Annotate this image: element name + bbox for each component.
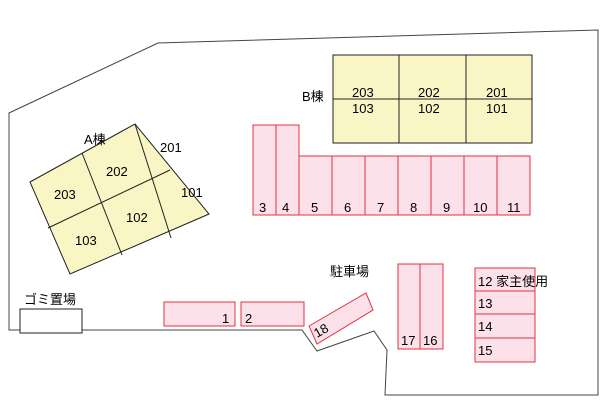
parking-space-14: [474, 313, 536, 339]
unit-a-202: 202: [106, 164, 128, 179]
unit-b-101: 101: [486, 101, 508, 116]
garbage-label: ゴミ置場: [24, 292, 76, 307]
parking-number-16: 16: [423, 333, 437, 348]
parking-space-18: [308, 292, 374, 345]
building-a-label: A棟: [84, 132, 106, 147]
parking-number-11: 11: [507, 200, 521, 215]
unit-b-202: 202: [418, 85, 440, 100]
unit-b-203: 203: [352, 85, 374, 100]
parking-number-6: 6: [344, 200, 351, 215]
parking-number-8: 8: [410, 200, 417, 215]
parking-number-2: 2: [245, 311, 252, 326]
building-b-label: B棟: [302, 89, 324, 104]
parking-number-18: 18: [311, 320, 331, 340]
parking-space-15: [474, 337, 536, 363]
garbage-area: [19, 308, 83, 334]
parking-number-13: 13: [478, 296, 492, 311]
unit-a-201: 201: [160, 140, 182, 155]
parking-space-16: [419, 263, 444, 350]
parking-number-14: 14: [478, 319, 492, 334]
parking-row-3-11: 3 4 5 6 7 8 9 10 11: [252, 124, 531, 216]
parking-number-17: 17: [401, 333, 415, 348]
parking-number-10: 10: [473, 200, 487, 215]
parking-space-2: [240, 301, 305, 327]
parking-space-9: [430, 155, 465, 216]
parking-number-7: 7: [377, 200, 384, 215]
building-b: B棟 203 202 201 103 102 101: [302, 54, 533, 144]
parking-label: 駐車場: [330, 264, 369, 279]
unit-a-101: 101: [181, 185, 203, 200]
parking-space-11: [496, 155, 531, 216]
unit-a-102: 102: [126, 210, 148, 225]
parking-number-12: 12 家主使用: [478, 274, 548, 289]
building-a: A棟 203 202 201 103 102 101: [29, 123, 210, 275]
unit-a-103: 103: [75, 233, 97, 248]
parking-number-9: 9: [443, 200, 450, 215]
unit-b-201: 201: [486, 85, 508, 100]
parking-number-3: 3: [259, 200, 266, 215]
parking-number-1: 1: [222, 311, 229, 326]
parking-number-4: 4: [282, 200, 289, 215]
parking-space-7: [364, 155, 399, 216]
parking-number-15: 15: [478, 343, 492, 358]
unit-b-102: 102: [418, 101, 440, 116]
parking-number-5: 5: [311, 200, 318, 215]
unit-a-203: 203: [54, 187, 76, 202]
unit-b-103: 103: [352, 101, 374, 116]
parking-space-1: [163, 301, 236, 327]
